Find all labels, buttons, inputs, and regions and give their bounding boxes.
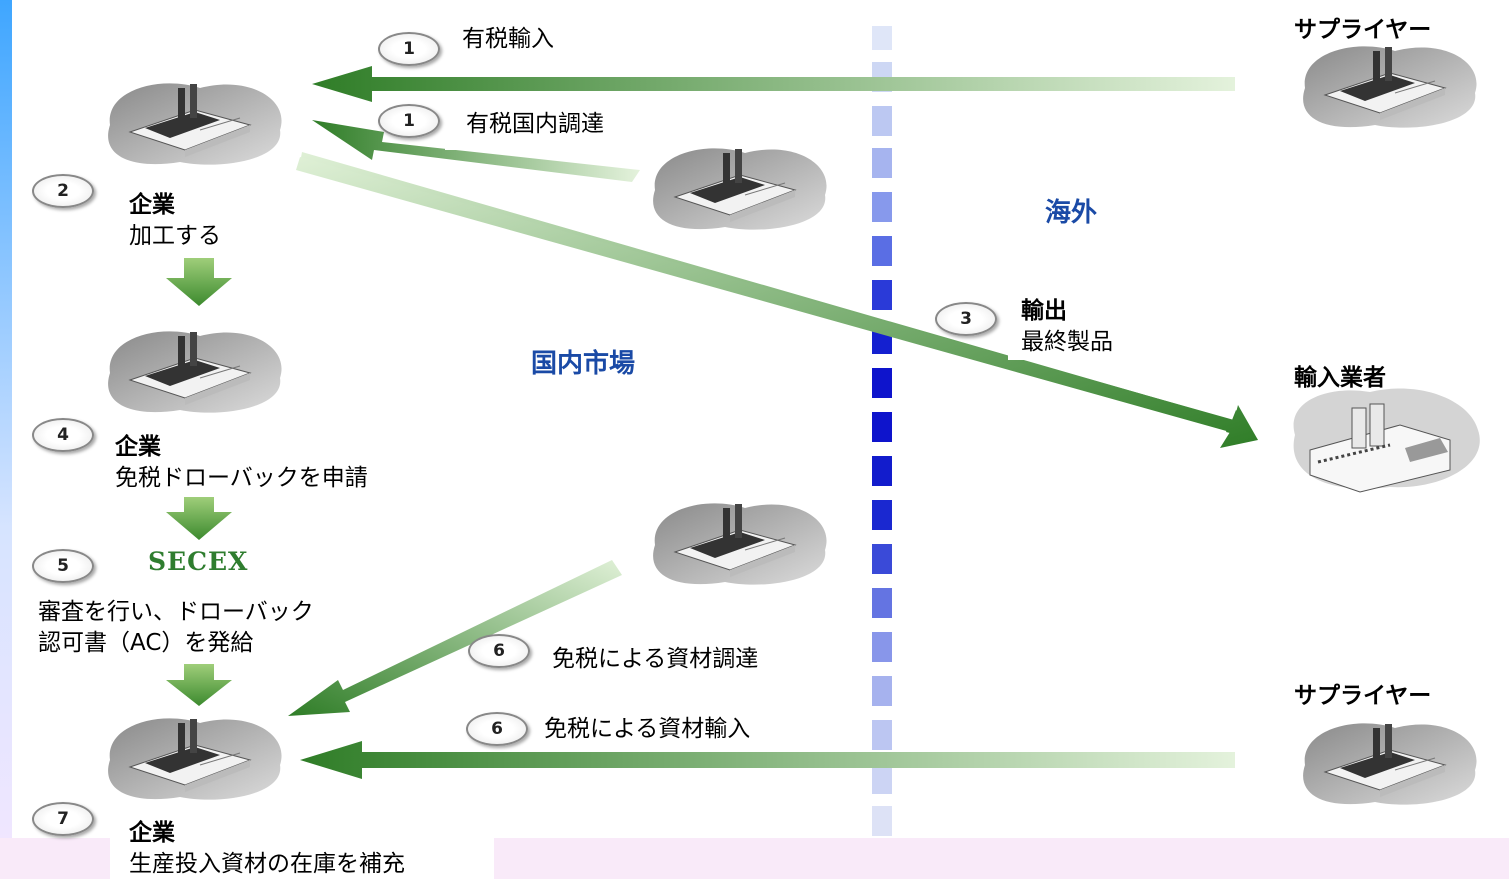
step-badge-5: 5 [32,549,94,583]
factory-company-3-icon [107,717,283,801]
region-domestic-market: 国内市場 [531,349,636,379]
step-7-label: 企業 生産投入資材の在庫を補充 [129,818,405,880]
label-bg [1008,290,1146,360]
label-bg [445,108,630,150]
label-bg [104,424,424,496]
step-1-taxed-import-label: 有税輸入 [462,26,554,52]
step-badge-3: 3 [935,302,997,336]
step-3-head: 輸出 [1021,298,1067,324]
arrow-dutyfree-domestic [288,560,622,716]
step-4-text: 免税ドローバックを申請 [115,465,368,491]
step-4-label: 企業 免税ドローバックを申請 [115,432,368,494]
step-3-label: 輸出 最終製品 [1021,296,1113,358]
step-5-label: 審査を行い、ドローバック 認可書（AC）を発給 [38,597,314,659]
step-1-taxed-domestic-label: 有税国内調達 [466,111,604,137]
step-badge-1b: 1 [378,104,440,138]
border-line [872,26,892,836]
arrow-dutyfree-import [300,741,1235,779]
factory-supplier-bottom-icon [1302,722,1478,806]
step-3-text: 最終製品 [1021,329,1113,355]
step-7-text: 生産投入資材の在庫を補充 [129,851,405,877]
step-2-label: 企業 加工する [129,190,221,252]
label-bg [113,182,278,254]
supplier-top-label: サプライヤー [1294,17,1432,43]
step-6-dutyfree-domestic-label: 免税による資材調達 [552,646,759,672]
arrow-export [296,152,1258,448]
secex-label: SECEX [148,547,249,576]
step-badge-6b: 6 [466,712,528,746]
importer-building-icon [1293,388,1480,493]
step-6-dutyfree-import-label: 免税による資材輸入 [544,716,751,742]
step-badge-7: 7 [32,802,94,836]
arrow-taxed-domestic [312,120,640,182]
down-arrow-3 [166,664,232,706]
importer-label: 輸入業者 [1294,365,1386,391]
step-5-text-line1: 審査を行い、ドローバック [38,599,314,625]
factory-company-1-icon [107,82,283,166]
step-badge-6a: 6 [468,634,530,668]
step-5-text-line2: 認可書（AC）を発給 [38,630,254,656]
left-accent-strip [0,0,12,879]
region-overseas: 海外 [1045,198,1098,228]
step-badge-4: 4 [32,418,94,452]
down-arrow-2 [166,497,232,540]
step-2-head: 企業 [129,192,175,218]
factory-domestic-supplier-2-icon [652,502,828,586]
label-bg [110,816,494,879]
step-7-head: 企業 [129,820,175,846]
step-2-text: 加工する [129,223,221,249]
step-4-head: 企業 [115,434,161,460]
step-badge-2: 2 [32,174,94,208]
label-bg [24,588,388,664]
label-bg [544,636,806,678]
arrow-taxed-import [312,66,1235,102]
step-badge-1a: 1 [378,32,440,66]
supplier-bottom-label: サプライヤー [1294,683,1432,709]
down-arrow-1 [166,258,232,306]
factory-company-2-icon [107,330,283,414]
factory-domestic-supplier-1-icon [652,147,828,231]
factory-supplier-top-icon [1302,45,1478,129]
